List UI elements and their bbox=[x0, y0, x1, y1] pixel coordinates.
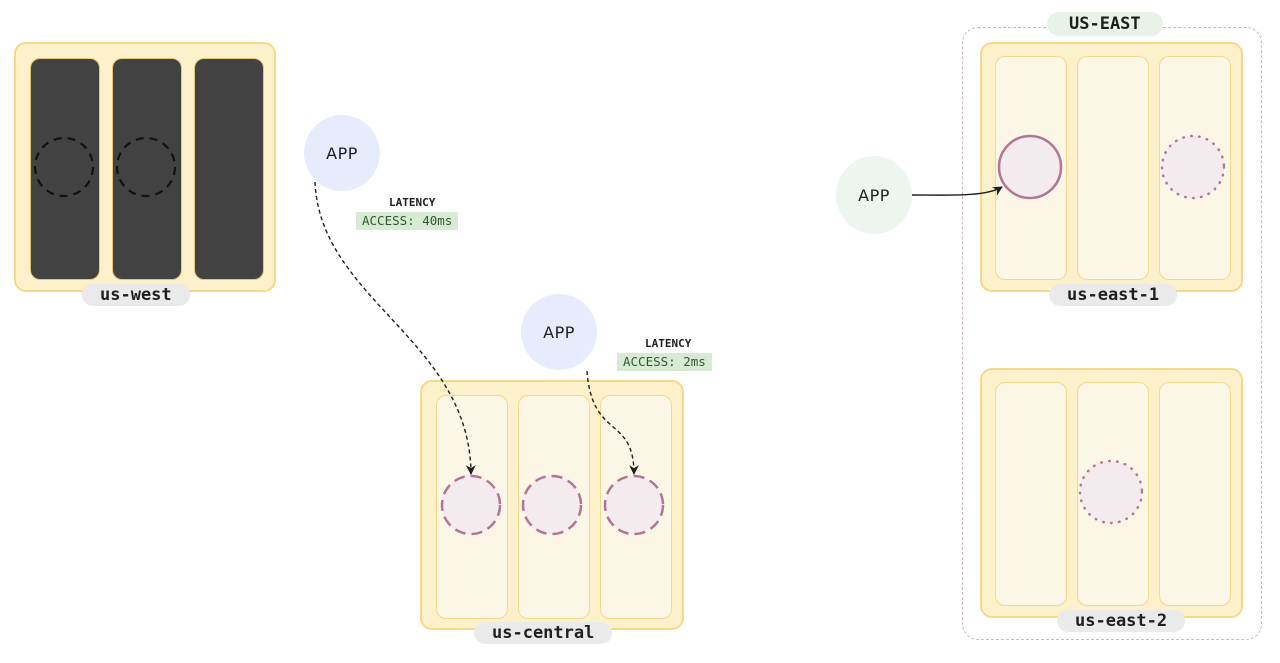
zone-column bbox=[194, 58, 264, 280]
replica-leaseholder bbox=[997, 134, 1063, 200]
latency-badge-west: ACCESS: 40ms bbox=[356, 212, 459, 230]
latency-badge-central: ACCESS: 2ms bbox=[617, 353, 712, 371]
replica-dotted bbox=[1078, 459, 1144, 525]
arrow-east-to-leaseholder bbox=[911, 186, 1003, 196]
replica-dotted bbox=[1160, 134, 1226, 200]
replica-follower bbox=[603, 474, 665, 536]
app-node-east[interactable]: APP bbox=[836, 156, 912, 234]
region-label-us-west: us-west bbox=[82, 284, 190, 306]
zone-column bbox=[112, 58, 182, 280]
us-east-group-label: US-EAST bbox=[1047, 12, 1163, 36]
zone-column bbox=[30, 58, 100, 280]
replica-unavailable bbox=[115, 136, 177, 198]
replica-unavailable bbox=[33, 136, 95, 198]
app-node-west[interactable]: APP bbox=[304, 115, 380, 191]
latency-title-west: LATENCY bbox=[389, 196, 436, 209]
region-label-us-east-1: us-east-1 bbox=[1049, 284, 1178, 306]
latency-title-central: LATENCY bbox=[645, 337, 692, 350]
replica-follower bbox=[440, 474, 502, 536]
zone-column bbox=[1077, 56, 1149, 280]
zone-column bbox=[995, 382, 1067, 606]
region-label-us-central: us-central bbox=[474, 622, 613, 644]
region-label-us-east-2: us-east-2 bbox=[1057, 610, 1186, 632]
region-us-east-2 bbox=[980, 368, 1243, 618]
replica-follower bbox=[521, 474, 583, 536]
zone-column bbox=[1159, 382, 1231, 606]
arrow-west-to-central bbox=[314, 181, 476, 475]
arrow-central-to-replica bbox=[586, 370, 639, 475]
app-node-central[interactable]: APP bbox=[521, 294, 597, 370]
region-us-west bbox=[14, 42, 276, 292]
